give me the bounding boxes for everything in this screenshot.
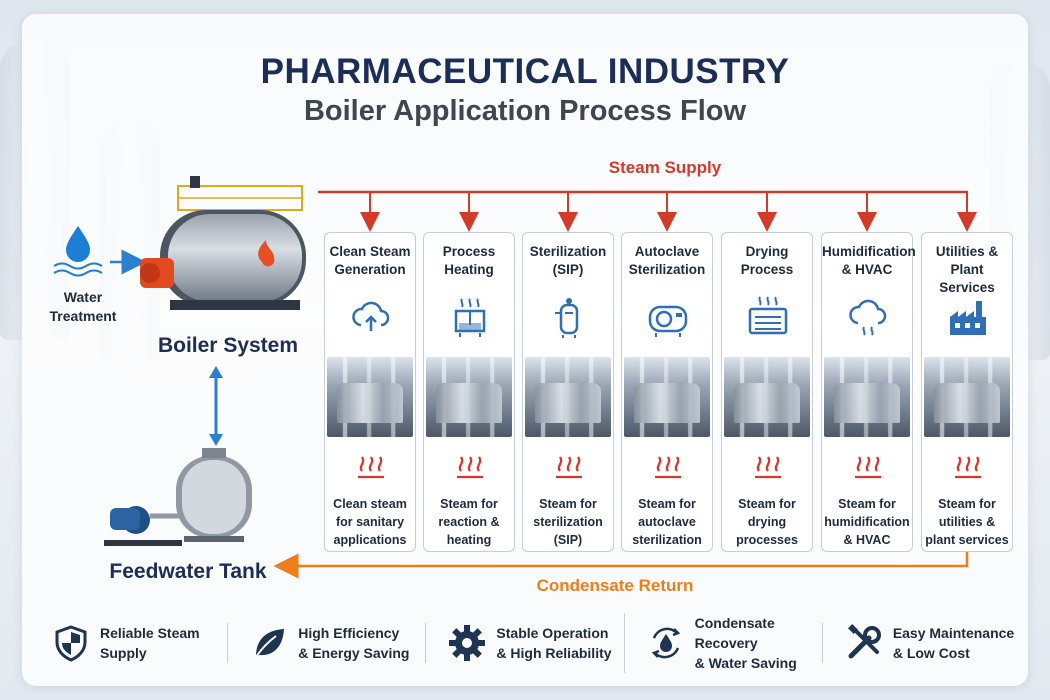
- condensate-return-label: Condensate Return: [536, 576, 694, 595]
- steam-heat-icon: [955, 456, 981, 479]
- feedwater-tank-label: Feedwater Tank: [109, 560, 267, 583]
- autoclave-photo: [624, 357, 710, 437]
- steam-supply-line: [318, 190, 977, 232]
- sterilizer-icon: [555, 298, 579, 338]
- heating-vessel-icon: [454, 298, 486, 337]
- steam-heat-icon: [655, 456, 681, 479]
- benefit-condensate-recovery: Condensate Recovery& Water Saving: [623, 613, 822, 673]
- steam-heat-icon: [556, 456, 582, 479]
- page-title: PHARMACEUTICAL INDUSTRY: [260, 52, 790, 91]
- clean-steam-photo: [327, 357, 413, 437]
- benefit-easy-maintenance: Easy Maintenance& Low Cost: [821, 623, 1020, 663]
- humidification-photo: [824, 357, 910, 437]
- autoclave-icon: [648, 305, 688, 337]
- feedwater-tank-illustration: [104, 448, 252, 546]
- cloud-upload-icon: [352, 301, 390, 331]
- boiler-illustration: [140, 176, 306, 310]
- factory-icon: [950, 301, 986, 335]
- water-treatment-label: Water Treatment: [49, 289, 117, 324]
- gear-icon: [449, 625, 486, 661]
- steam-heat-icon: [855, 456, 881, 479]
- steam-heat-icon: [755, 456, 781, 479]
- utilities-photo: [924, 357, 1010, 437]
- tools-icon: [847, 624, 881, 659]
- shield-icon: [55, 625, 87, 662]
- page-subtitle: Boiler Application Process Flow: [303, 95, 747, 127]
- steam-heat-icon: [457, 456, 483, 479]
- steam-heat-icon: [358, 456, 384, 479]
- condensate-return-line: [273, 552, 969, 579]
- drying-photo: [724, 357, 810, 437]
- boiler-feedwater-arrow: [209, 366, 223, 446]
- steam-supply-label: Steam Supply: [608, 158, 722, 177]
- dryer-icon: [748, 296, 788, 335]
- benefit-high-efficiency: High Efficiency& Energy Saving: [227, 623, 425, 663]
- benefit-stable-operation: Stable Operation& High Reliability: [425, 623, 623, 663]
- recycle-drop-icon: [651, 627, 680, 659]
- boiler-system-label: Boiler System: [157, 334, 299, 357]
- water-drop-icon: [53, 226, 103, 277]
- process-heating-photo: [426, 357, 512, 437]
- sterilization-photo: [525, 357, 611, 437]
- humidity-cloud-icon: [849, 299, 887, 336]
- leaf-icon: [255, 629, 285, 658]
